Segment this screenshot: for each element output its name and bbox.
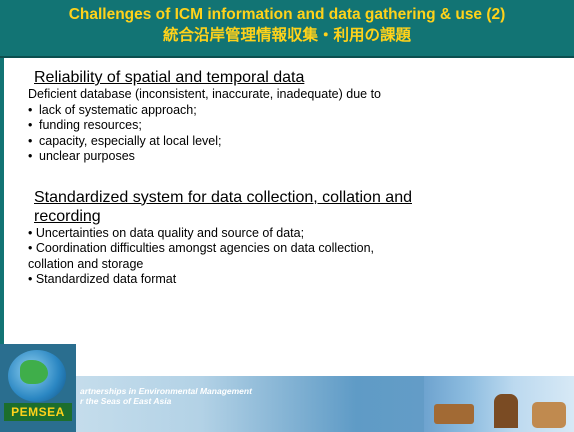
pemsea-logo: PEMSEA (0, 344, 76, 432)
section-title-line: recording (34, 207, 101, 225)
bullet-item: capacity, especially at local level; (28, 134, 558, 150)
slide-title-english: Challenges of ICM information and data g… (68, 6, 506, 23)
list-line: collation and storage (28, 256, 144, 271)
slide-title-japanese: 統合沿岸管理情報収集・利用の課題 (162, 26, 411, 44)
section-title-line: Standardized system for data collection,… (34, 188, 412, 206)
slide-body: Reliability of spatial and temporal data… (28, 68, 558, 288)
section-intro: Deficient database (inconsistent, inaccu… (28, 87, 382, 101)
left-accent-bar (0, 58, 4, 376)
bullet-item: unclear purposes (28, 149, 558, 165)
slide-header: Challenges of ICM information and data g… (0, 0, 574, 58)
bullet-item: lack of systematic approach; (28, 103, 558, 119)
footer-tagline-line: artnerships in Environmental Management (80, 386, 252, 396)
section-title-standardized: Standardized system for data collection,… (34, 188, 558, 226)
footer-tagline-line: r the Seas of East Asia (80, 396, 172, 406)
list-line: • Standardized data format (28, 272, 177, 286)
bullet-item: funding resources; (28, 118, 558, 134)
reliability-bullet-list: lack of systematic approach; funding res… (28, 103, 558, 165)
footer-tagline: artnerships in Environmental Management … (80, 386, 252, 406)
list-line: • Uncertainties on data quality and sour… (28, 225, 305, 240)
footer-photo (424, 376, 574, 432)
list-line: • Coordination difficulties amongst agen… (28, 241, 375, 255)
logo-text: PEMSEA (4, 403, 72, 421)
section-title-reliability: Reliability of spatial and temporal data (34, 69, 305, 86)
standardized-list: • Uncertainties on data quality and sour… (28, 226, 558, 288)
